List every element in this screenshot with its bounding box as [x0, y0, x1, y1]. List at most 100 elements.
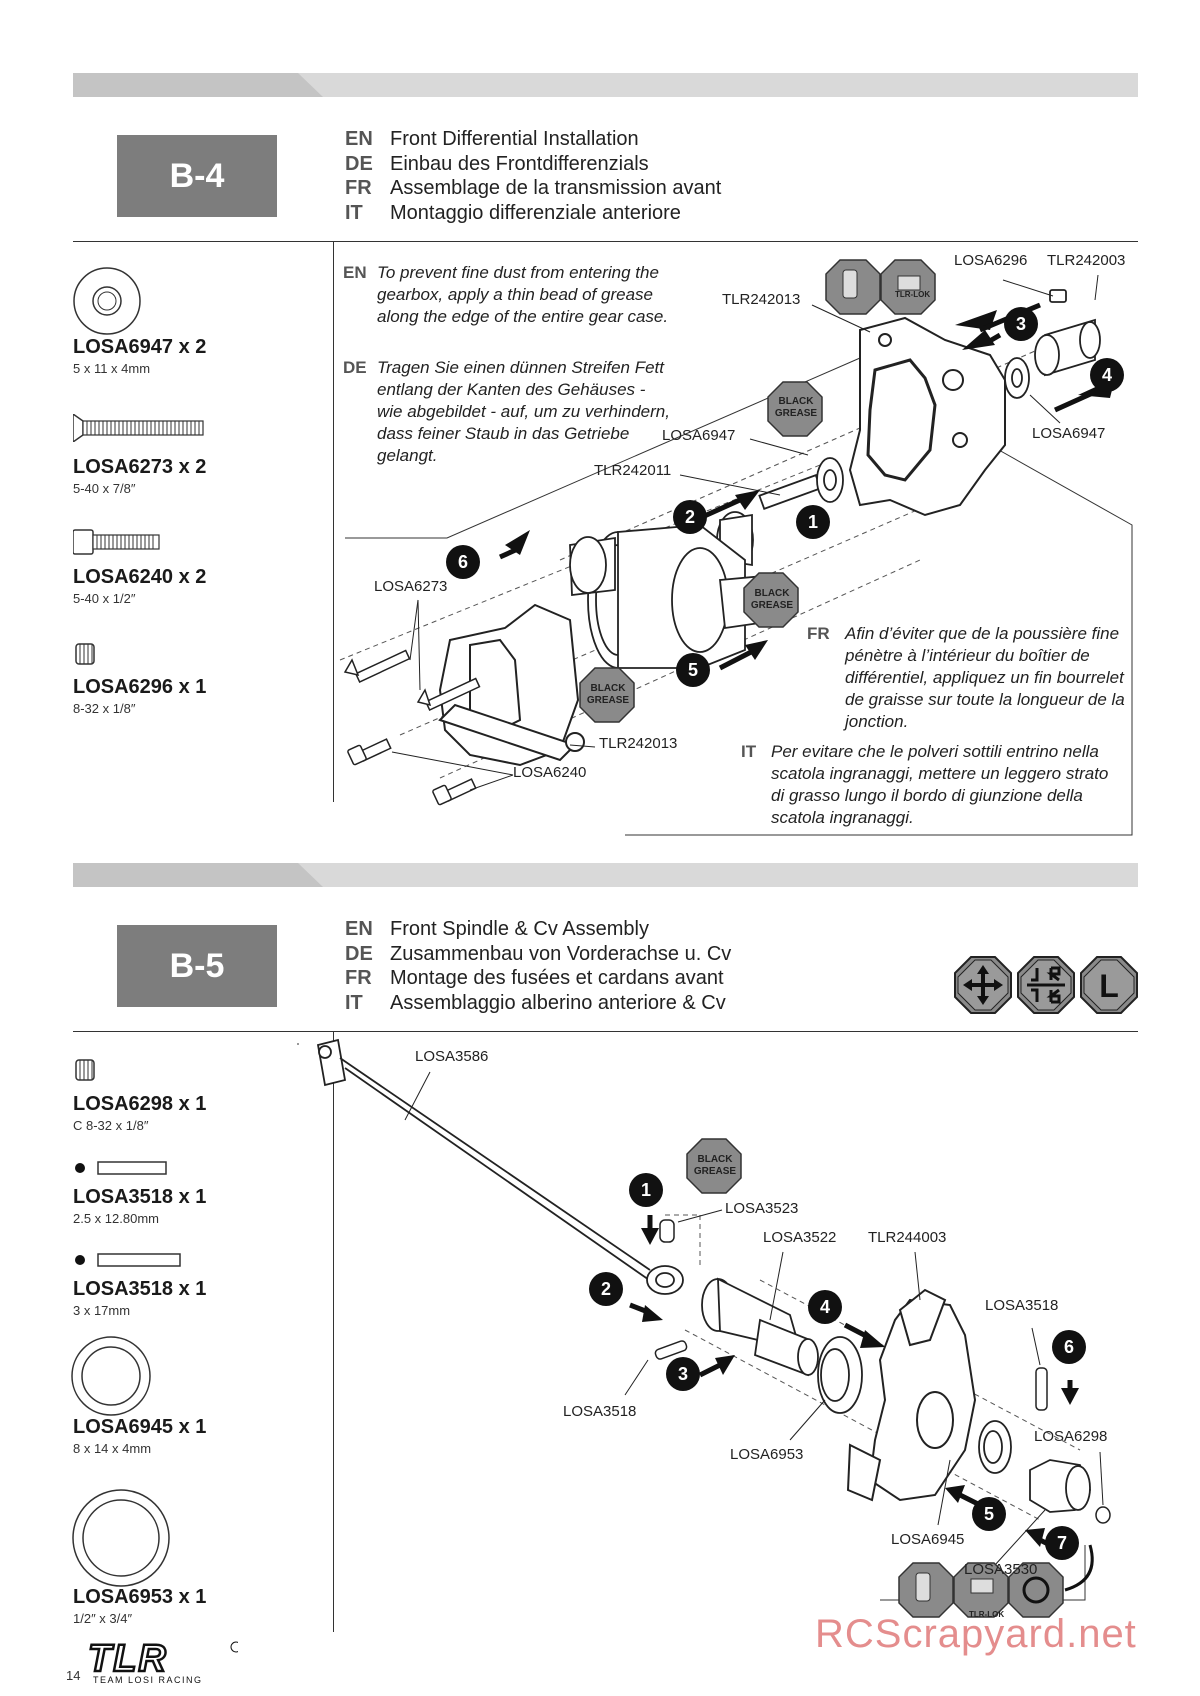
set-screw-icon: [75, 643, 95, 665]
vertical-divider-b5: [333, 1032, 334, 1632]
step-number: 2: [589, 1272, 623, 1306]
callout-losa3530: LOSA3530: [964, 1561, 1038, 1578]
part-item: LOSA3518 x 1 3 x 17mm: [73, 1278, 207, 1318]
bearing-icon: [71, 1336, 151, 1416]
tlr-lok-badge: [898, 1562, 1064, 1618]
callout-losa6947-right: LOSA6947: [1032, 425, 1106, 442]
diagram-frame-line: [625, 444, 1133, 836]
badge-text-black-grease: BLACK GREASE: [750, 588, 794, 611]
title-text: Einbau des Frontdifferenzials: [390, 152, 649, 175]
step-number: 4: [1090, 358, 1124, 392]
badge-text-black-grease: BLACK GREASE: [774, 396, 818, 419]
callout-tlr242013-bottom: TLR242013: [599, 735, 678, 752]
spindle-tlr244003: [846, 1288, 977, 1502]
gear-case-housing-bottom: [438, 603, 585, 767]
outdrive-assembly: [1004, 289, 1101, 399]
black-grease-badge: [579, 667, 635, 723]
set-screw-icon: [75, 1059, 95, 1081]
arrow-heads-b5: [641, 1228, 1079, 1547]
callout-tlr242011: TLR242011: [594, 462, 672, 479]
step-number: 1: [629, 1173, 663, 1207]
title-text: Front Spindle & Cv Assembly: [390, 918, 649, 940]
hex-losa3530: [1029, 1459, 1092, 1513]
mirror-jr-icon: [1017, 956, 1075, 1014]
note-it: IT Per evitare che le polveri sottili en…: [741, 742, 1109, 827]
bearing-icon: [73, 267, 141, 335]
part-item: LOSA6945 x 1 8 x 14 x 4mm: [73, 1416, 207, 1456]
flat-head-screw-icon: [73, 414, 204, 442]
title-text: Front Differential Installation: [390, 128, 639, 150]
callout-losa6947-left: LOSA6947: [662, 427, 736, 444]
note-de: DE Tragen Sie einen dünnen Streifen Fett…: [343, 358, 670, 465]
step-number: 2: [673, 500, 707, 534]
step-number: 3: [666, 1357, 700, 1391]
pin-icon: [75, 1161, 167, 1175]
title-text: Montage des fusées et cardans avant: [390, 967, 724, 989]
curved-arrow: [1064, 1544, 1094, 1592]
badge-text-tlr-lok: TLR-LOK: [969, 1610, 1005, 1619]
step-number: 5: [972, 1497, 1006, 1531]
callout-tlr242003: TLR242003: [1047, 252, 1126, 269]
left-side-letter: L: [1099, 968, 1119, 1004]
title-text: Montaggio differenziale anteriore: [390, 201, 681, 224]
step-number: 1: [796, 505, 830, 539]
watermark: RCScrapyard.net: [815, 1612, 1137, 1656]
step-number: 6: [446, 545, 480, 579]
bearing-icon: [72, 1489, 170, 1587]
callout-losa3522: LOSA3522: [763, 1229, 837, 1246]
black-grease-badge: [767, 381, 823, 437]
part-item: LOSA6298 x 1 C 8-32 x 1/8″: [73, 1093, 207, 1133]
callout-losa6296: LOSA6296: [954, 252, 1028, 269]
callout-losa6273: LOSA6273: [374, 578, 448, 595]
part-item: LOSA3518 x 1 2.5 x 12.80mm: [73, 1186, 207, 1226]
part-item: LOSA6953 x 1 1/2″ x 3/4″: [73, 1586, 207, 1626]
title-text: Assemblage de la transmission avant: [390, 177, 722, 199]
callout-losa3586: LOSA3586: [415, 1048, 489, 1065]
black-grease-badge: [686, 1138, 742, 1194]
b4-exploded-diagram: [339, 259, 1133, 836]
bearing-losa6953: [817, 1336, 863, 1414]
step-label-b5: B-5: [117, 925, 277, 1007]
callout-tlr244003: TLR244003: [868, 1229, 947, 1246]
cap-head-screw-icon: [73, 529, 160, 555]
title-text: Assemblaggio alberino anteriore & Cv: [390, 991, 726, 1014]
step-label-b4: B-4: [117, 135, 277, 217]
band-shape: [73, 73, 323, 97]
arrow-heads-b4: [505, 330, 995, 660]
callout-losa3518-left: LOSA3518: [563, 1403, 637, 1420]
part-item: LOSA6273 x 2 5-40 x 7/8″: [73, 456, 207, 496]
divider-b4: [73, 241, 1138, 242]
note-en: EN To prevent fine dust from entering th…: [343, 263, 669, 326]
step-number: 7: [1045, 1526, 1079, 1560]
divider-b5: [73, 1031, 1138, 1032]
screws-b4: [343, 649, 481, 806]
badge-text-tlr-lok: TLR-LOK: [895, 290, 931, 299]
left-side-icon: L: [1080, 956, 1138, 1014]
cv-driveshaft: [316, 1038, 684, 1295]
badge-text-black-grease: BLACK GREASE: [586, 683, 630, 706]
logo-subtitle: TEAM LOSI RACING: [93, 1675, 203, 1685]
step-number: 4: [808, 1290, 842, 1324]
callout-losa6953: LOSA6953: [730, 1446, 804, 1463]
step-number: 3: [1004, 307, 1038, 341]
badge-text-black-grease: BLACK GREASE: [693, 1154, 737, 1177]
callout-losa6945: LOSA6945: [891, 1531, 965, 1548]
page-number: 14: [66, 1668, 81, 1683]
tlr-lok-badge: [825, 259, 936, 315]
section-header-band-b5: [73, 863, 1138, 887]
part-item: LOSA6947 x 2 5 x 11 x 4mm: [73, 336, 207, 376]
leader-lines-b5: [404, 1071, 1104, 1566]
bearing-losa6945: [978, 1420, 1012, 1474]
section-header-band-b4: [73, 73, 1138, 97]
gear-case-housing-top: [848, 316, 1006, 517]
